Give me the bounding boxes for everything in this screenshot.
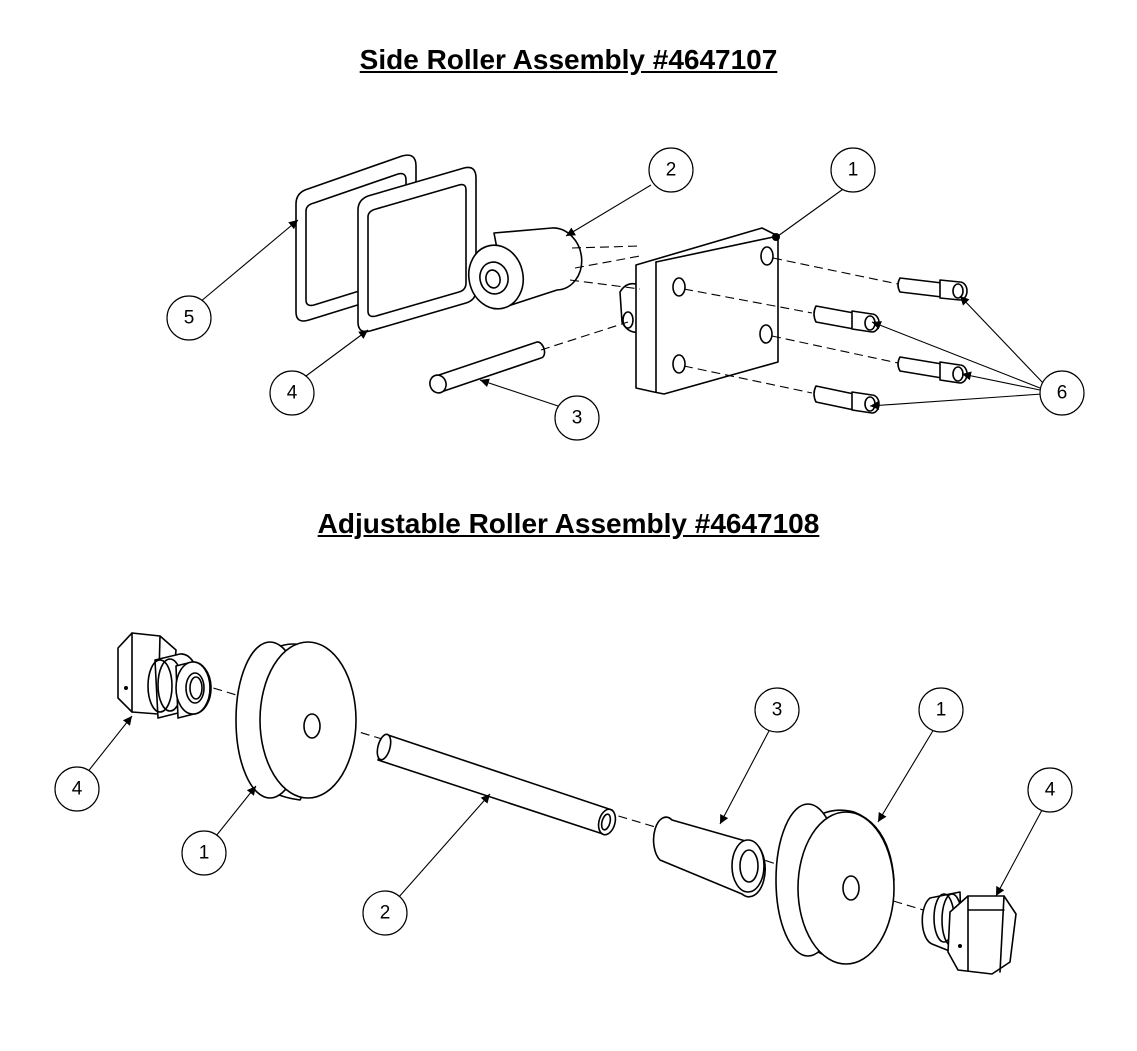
leader-lines-bottom bbox=[85, 715, 1043, 899]
svg-text:1: 1 bbox=[199, 843, 210, 864]
roller-part-2 bbox=[467, 227, 583, 310]
svg-text:4: 4 bbox=[72, 779, 83, 800]
adjuster-part-4-left bbox=[117, 632, 212, 719]
wheel-part-1-left bbox=[235, 641, 357, 801]
screw-part-6-d bbox=[813, 385, 880, 414]
callout-4-bottom-left: 4 bbox=[54, 766, 100, 812]
bushing-part-3 bbox=[652, 816, 766, 898]
svg-text:6: 6 bbox=[1057, 383, 1068, 404]
assembly-centerlines-top bbox=[540, 245, 899, 394]
callout-4-top: 4 bbox=[269, 370, 315, 416]
callout-1-top: 1 bbox=[830, 147, 876, 193]
svg-text:2: 2 bbox=[666, 160, 677, 181]
svg-text:1: 1 bbox=[936, 700, 947, 721]
svg-text:4: 4 bbox=[1045, 780, 1056, 801]
callout-3-bottom: 3 bbox=[754, 687, 800, 733]
svg-text:4: 4 bbox=[287, 383, 298, 404]
side-roller-assembly-title: Side Roller Assembly #4647107 bbox=[359, 44, 778, 75]
callout-3-top: 3 bbox=[554, 395, 600, 441]
callout-1-bottom-left: 1 bbox=[181, 830, 227, 876]
svg-text:3: 3 bbox=[572, 408, 583, 429]
callout-1-bottom-right: 1 bbox=[918, 687, 964, 733]
callout-2-bottom: 2 bbox=[362, 890, 408, 936]
svg-text:5: 5 bbox=[184, 308, 195, 329]
shaft-part-2 bbox=[376, 733, 617, 836]
screw-part-6-c bbox=[897, 356, 968, 384]
leader-lines-top bbox=[199, 184, 1045, 410]
gasket-part-4 bbox=[357, 166, 477, 333]
wheel-part-1-right bbox=[775, 803, 895, 965]
callout-4-bottom-right: 4 bbox=[1027, 767, 1073, 813]
adjuster-part-4-right bbox=[921, 891, 1017, 975]
adjustable-roller-assembly-title: Adjustable Roller Assembly #4647108 bbox=[317, 508, 820, 539]
mounting-plate-part-1 bbox=[619, 227, 780, 395]
svg-text:2: 2 bbox=[380, 903, 391, 924]
screw-part-6-a bbox=[897, 277, 968, 301]
screw-part-6-b bbox=[813, 305, 880, 333]
svg-text:1: 1 bbox=[848, 160, 859, 181]
callout-2-top: 2 bbox=[648, 147, 694, 193]
callout-6-top: 6 bbox=[1039, 370, 1085, 416]
callout-5-top: 5 bbox=[166, 295, 212, 341]
svg-text:3: 3 bbox=[772, 700, 783, 721]
pin-part-3 bbox=[429, 341, 546, 394]
